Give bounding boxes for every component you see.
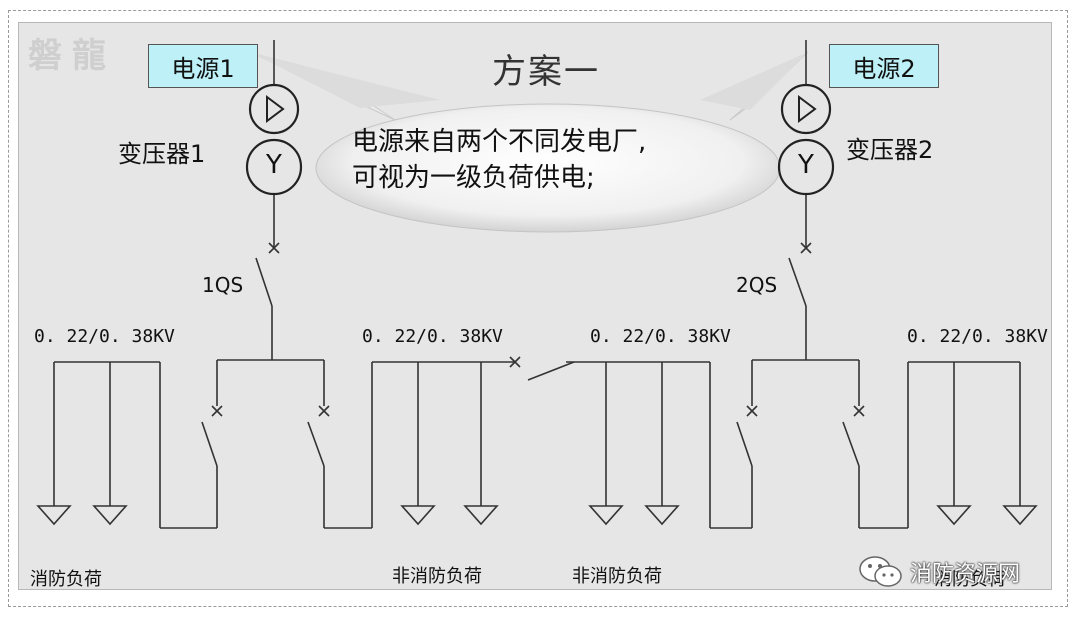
load-label-4: 消防负荷 bbox=[934, 569, 1006, 590]
watermark: 消防资源网 bbox=[858, 555, 1020, 589]
switch-2qs-blade bbox=[788, 257, 807, 307]
transformer-1-label: 变压器1 bbox=[118, 140, 206, 168]
bubble-line-1: 电源来自两个不同发电厂, bbox=[352, 127, 647, 157]
outer-frame bbox=[8, 10, 1068, 607]
switch-1qs-label: 1QS bbox=[202, 273, 244, 297]
load-label-3: 非消防负荷 bbox=[572, 566, 662, 587]
circuit-lines bbox=[273, 40, 807, 248]
load-arrows bbox=[36, 505, 1038, 526]
wechat-icon bbox=[859, 556, 902, 587]
bubble-line-2: 可视为一级负荷供电; bbox=[352, 163, 595, 193]
brand-logo: 磐龍 bbox=[28, 36, 116, 76]
diagram-title: 方案一 bbox=[492, 52, 600, 92]
voltage-label-2: 0. 22/0. 38KV bbox=[362, 326, 503, 347]
transformer-1-y: Y bbox=[266, 150, 282, 180]
source-2-box: 电源2 bbox=[829, 44, 939, 88]
switch-2qs-label: 2QS bbox=[736, 273, 778, 297]
voltage-label-4: 0. 22/0. 38KV bbox=[907, 326, 1048, 347]
voltage-label-3: 0. 22/0. 38KV bbox=[590, 326, 731, 347]
transformer-1-symbol bbox=[245, 83, 303, 196]
bus-tie-switch bbox=[527, 361, 575, 381]
source-1-box: 电源1 bbox=[148, 44, 258, 88]
switch-1qs-blade bbox=[255, 257, 273, 307]
transformer-2-label: 变压器2 bbox=[846, 136, 934, 164]
voltage-label-1: 0. 22/0. 38KV bbox=[34, 326, 175, 347]
transformer-2-y: Y bbox=[798, 150, 814, 180]
load-label-1: 消防负荷 bbox=[30, 569, 102, 590]
transformer-2-symbol bbox=[777, 83, 835, 196]
watermark-text: 消防资源网 bbox=[910, 562, 1021, 587]
load-label-2: 非消防负荷 bbox=[392, 566, 482, 587]
